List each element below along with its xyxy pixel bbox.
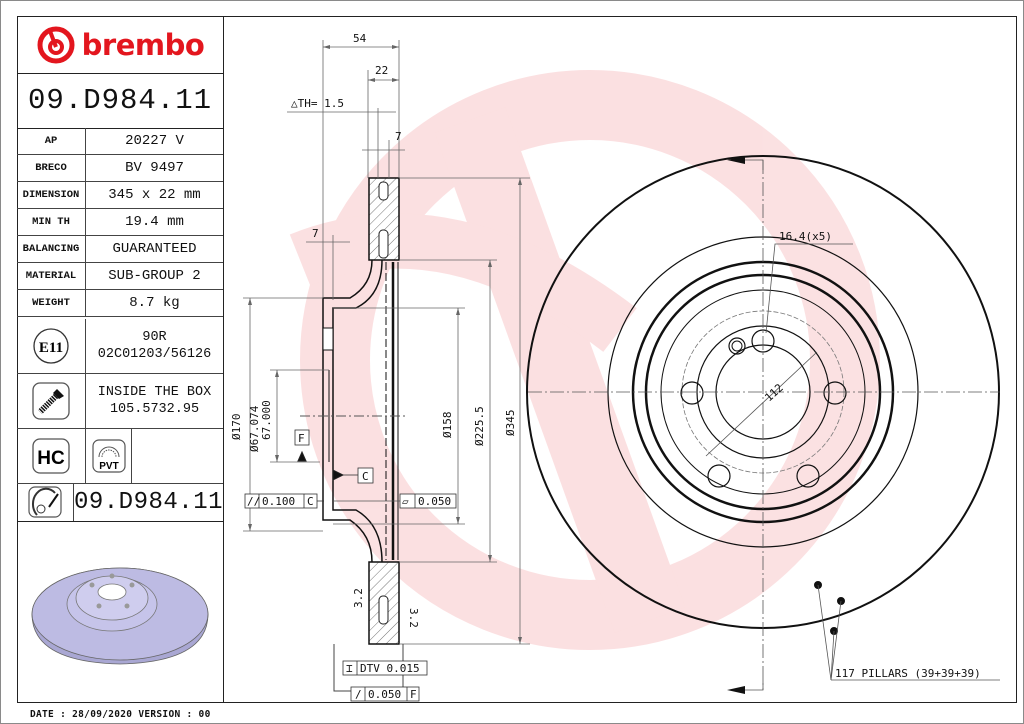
- svg-text:/: /: [355, 688, 362, 701]
- dim-22: 22: [375, 64, 388, 77]
- datum-f: F: [298, 432, 305, 445]
- spec-label: MATERIAL: [17, 262, 86, 290]
- dim-7-vent: 7: [395, 130, 402, 143]
- spec-label: WEIGHT: [17, 289, 86, 317]
- badge-row: HC PVT: [17, 428, 223, 484]
- dia-bore-top: Ø67.074: [248, 405, 261, 452]
- brembo-watermark: [289, 70, 880, 650]
- spec-value: 8.7 kg: [85, 289, 223, 317]
- dim-54: 54: [353, 32, 367, 45]
- e11-approval-icon: E11: [17, 319, 86, 373]
- date-version: DATE : 28/09/2020 VERSION : 00: [30, 709, 211, 720]
- dia-158: Ø158: [441, 412, 454, 439]
- drawing-sheet: [17, 16, 1017, 703]
- roughness-right: 3.2: [407, 608, 420, 628]
- datum-c: C: [362, 470, 369, 483]
- svg-text:PVT: PVT: [99, 461, 118, 472]
- screw-row: INSIDE THE BOX 105.5732.95: [17, 373, 223, 429]
- screw-icon: [17, 373, 86, 428]
- svg-text:HC: HC: [37, 448, 65, 469]
- pcd-label: 112: [762, 381, 785, 404]
- disc-icon: [17, 483, 74, 521]
- parallelism-frame: // 0.100 C: [244, 493, 324, 509]
- svg-text:E11: E11: [39, 340, 63, 356]
- approval-line2: 02C01203/56126: [97, 347, 212, 362]
- approval-line1: 90R: [142, 330, 167, 345]
- bolt-hole-label: 16.4(x5): [779, 230, 832, 243]
- brembo-logo-icon: [37, 26, 75, 63]
- spec-label: AP: [17, 128, 86, 155]
- approval-row: E11 90R 02C01203/56126: [17, 319, 223, 374]
- approval-text: 90R 02C01203/56126: [86, 319, 223, 373]
- disc-3d-render: [17, 521, 223, 702]
- dim-7-hat: 7: [312, 227, 319, 240]
- svg-text:C: C: [307, 495, 314, 508]
- disc-code: 09.D984.11: [73, 488, 223, 516]
- screw-line2: 105.5732.95: [109, 401, 200, 417]
- dtv-frame: ⌶ DTV 0.015: [342, 660, 428, 676]
- svg-text:0.100: 0.100: [262, 495, 295, 508]
- screw-line1: INSIDE THE BOX: [97, 384, 212, 400]
- dia-225: Ø225.5: [473, 406, 486, 446]
- pillars-label: 117 PILLARS (39+39+39): [835, 667, 981, 680]
- brand-name: brembo: [81, 27, 205, 62]
- svg-text:DTV 0.015: DTV 0.015: [360, 662, 420, 675]
- spec-value: 345 x 22 mm: [85, 181, 223, 209]
- spec-label: MIN TH: [17, 208, 86, 236]
- spec-label: BALANCING: [17, 235, 86, 263]
- svg-text:0.050: 0.050: [418, 495, 451, 508]
- spec-value: SUB-GROUP 2: [85, 262, 223, 290]
- spec-value: BV 9497: [85, 154, 223, 182]
- svg-text:▱: ▱: [402, 495, 409, 508]
- spec-label: DIMENSION: [17, 181, 86, 209]
- spec-label: BRECO: [17, 154, 86, 182]
- disc-code-row: 09.D984.11: [17, 483, 223, 521]
- spec-value: 19.4 mm: [85, 208, 223, 236]
- dia-345: Ø345: [504, 410, 517, 437]
- spec-value: GUARANTEED: [85, 235, 223, 263]
- svg-text://: //: [247, 495, 260, 508]
- front-view: [526, 155, 1000, 694]
- pvt-icon: PVT: [86, 428, 132, 483]
- dia-170: Ø170: [230, 414, 243, 441]
- brand-logo: brembo: [17, 16, 223, 74]
- svg-text:F: F: [410, 688, 417, 701]
- svg-text:0.050: 0.050: [368, 688, 401, 701]
- roughness-left: 3.2: [352, 588, 365, 608]
- flatness-frame: ▱ 0.050: [333, 493, 457, 509]
- hc-icon: HC: [17, 428, 86, 483]
- svg-text:⌶: ⌶: [346, 662, 353, 675]
- runout-frame: / 0.050 F: [350, 686, 420, 702]
- dia-bore-bottom: 67.000: [260, 400, 273, 440]
- spec-value: 20227 V: [85, 128, 223, 155]
- delta-th: △TH= 1.5: [291, 97, 344, 110]
- screw-text: INSIDE THE BOX 105.5732.95: [86, 373, 223, 428]
